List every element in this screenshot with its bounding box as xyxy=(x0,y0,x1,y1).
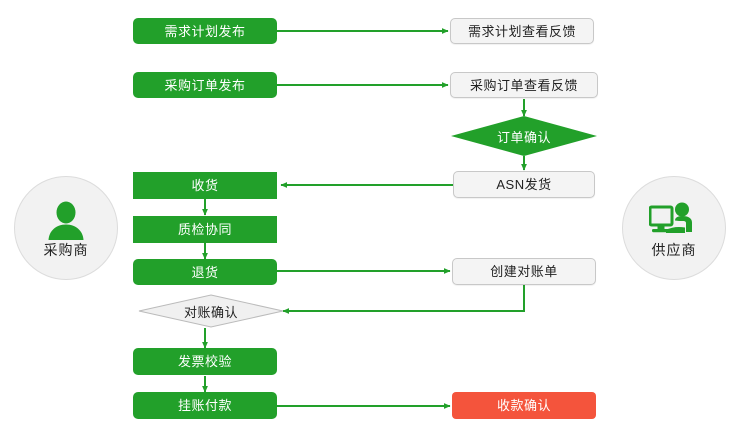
node-create-statement[interactable]: 创建对账单 xyxy=(452,258,596,285)
node-asn-shipment[interactable]: ASN发货 xyxy=(453,171,595,198)
node-purchase-order-publish[interactable]: 采购订单发布 xyxy=(133,72,277,98)
node-order-confirm-label: 订单确认 xyxy=(496,129,551,145)
actor-supplier-label: 供应商 xyxy=(651,242,697,258)
person-at-computer-icon xyxy=(648,199,700,241)
actor-buyer[interactable]: 采购商 xyxy=(14,176,118,280)
node-demand-plan-feedback[interactable]: 需求计划查看反馈 xyxy=(450,18,594,44)
person-icon xyxy=(40,199,92,241)
node-invoice-verification[interactable]: 发票校验 xyxy=(133,348,277,375)
node-purchase-order-feedback[interactable]: 采购订单查看反馈 xyxy=(450,72,598,98)
edge-statement-to-confirm xyxy=(282,285,525,314)
node-accrual-payment[interactable]: 挂账付款 xyxy=(133,392,277,419)
node-return-goods[interactable]: 退货 xyxy=(133,259,277,285)
node-receiving[interactable]: 收货 xyxy=(133,172,277,199)
node-quality-collaboration[interactable]: 质检协同 xyxy=(133,216,277,243)
node-order-confirm[interactable]: 订单确认 xyxy=(451,116,597,156)
actor-supplier[interactable]: 供应商 xyxy=(622,176,726,280)
node-statement-confirm-label: 对账确认 xyxy=(183,304,238,320)
node-statement-confirm[interactable]: 对账确认 xyxy=(138,294,284,328)
node-demand-plan-publish[interactable]: 需求计划发布 xyxy=(133,18,277,44)
node-payment-confirm[interactable]: 收款确认 xyxy=(452,392,596,419)
actor-buyer-label: 采购商 xyxy=(43,242,89,258)
